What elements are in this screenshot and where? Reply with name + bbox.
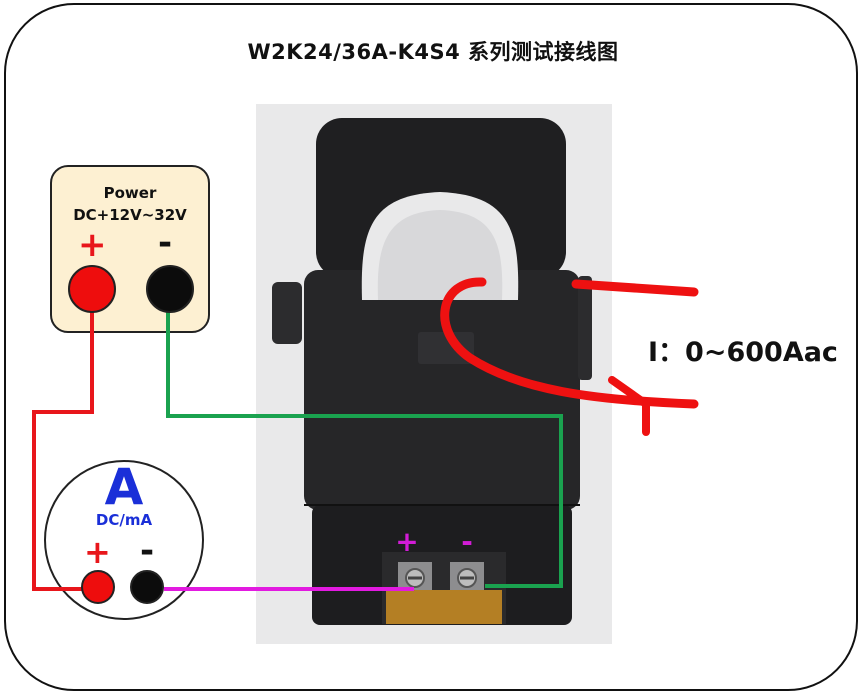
power-supply-voltage-range: DC+12V~32V bbox=[73, 206, 187, 224]
ammeter-negative-terminal bbox=[130, 570, 164, 604]
power-positive-terminal bbox=[68, 265, 116, 313]
negative-wire bbox=[166, 300, 563, 588]
sensor-plus-label: + bbox=[395, 525, 418, 558]
power-negative-terminal bbox=[146, 265, 194, 313]
ammeter-plus-sign: + bbox=[84, 533, 111, 571]
primary-conductor bbox=[440, 277, 699, 436]
current-range-label: I：0~600Aac bbox=[648, 337, 838, 368]
ammeter-body bbox=[44, 460, 204, 620]
power-supply-title: Power bbox=[103, 184, 157, 202]
power-minus-sign: - bbox=[158, 223, 173, 263]
current-sensor bbox=[272, 118, 592, 625]
ammeter-minus-sign: - bbox=[140, 531, 155, 571]
ammeter-unit: DC/mA bbox=[95, 511, 153, 529]
ammeter-symbol: A bbox=[104, 458, 144, 516]
positive-wire bbox=[32, 300, 94, 591]
diagram-title: W2K24/36A-K4S4 系列测试接线图 bbox=[247, 40, 619, 64]
sensor-minus-label: - bbox=[461, 525, 473, 558]
ammeter-positive-terminal bbox=[81, 570, 115, 604]
power-plus-sign: + bbox=[78, 225, 107, 265]
